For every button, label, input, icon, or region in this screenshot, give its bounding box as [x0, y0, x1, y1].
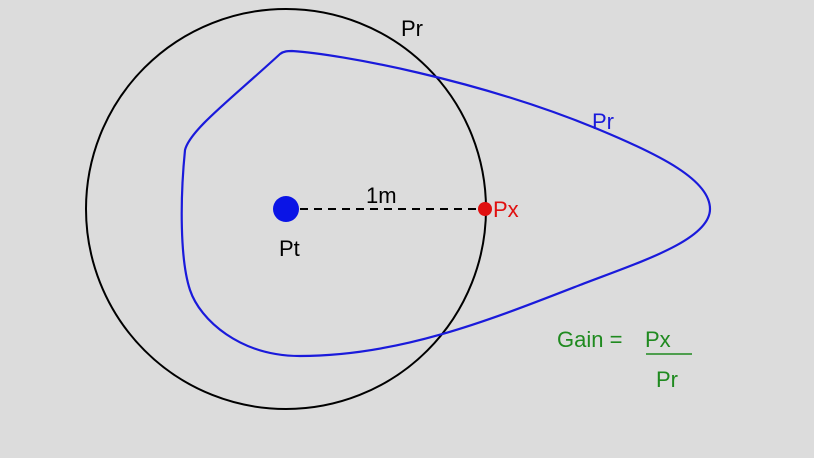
pattern-label: Pr	[592, 109, 614, 134]
transmitter-label: Pt	[279, 236, 300, 261]
gain-formula: Gain = Px Pr	[557, 327, 692, 392]
measure-point	[478, 202, 492, 216]
measure-point-label: Px	[493, 197, 519, 222]
formula-lhs: Gain =	[557, 327, 622, 352]
formula-denominator: Pr	[656, 367, 678, 392]
distance-label: 1m	[366, 183, 397, 208]
radiation-pattern	[180, 49, 712, 358]
formula-numerator: Px	[645, 327, 671, 352]
circle-label: Pr	[401, 16, 423, 41]
transmitter-point	[273, 196, 299, 222]
